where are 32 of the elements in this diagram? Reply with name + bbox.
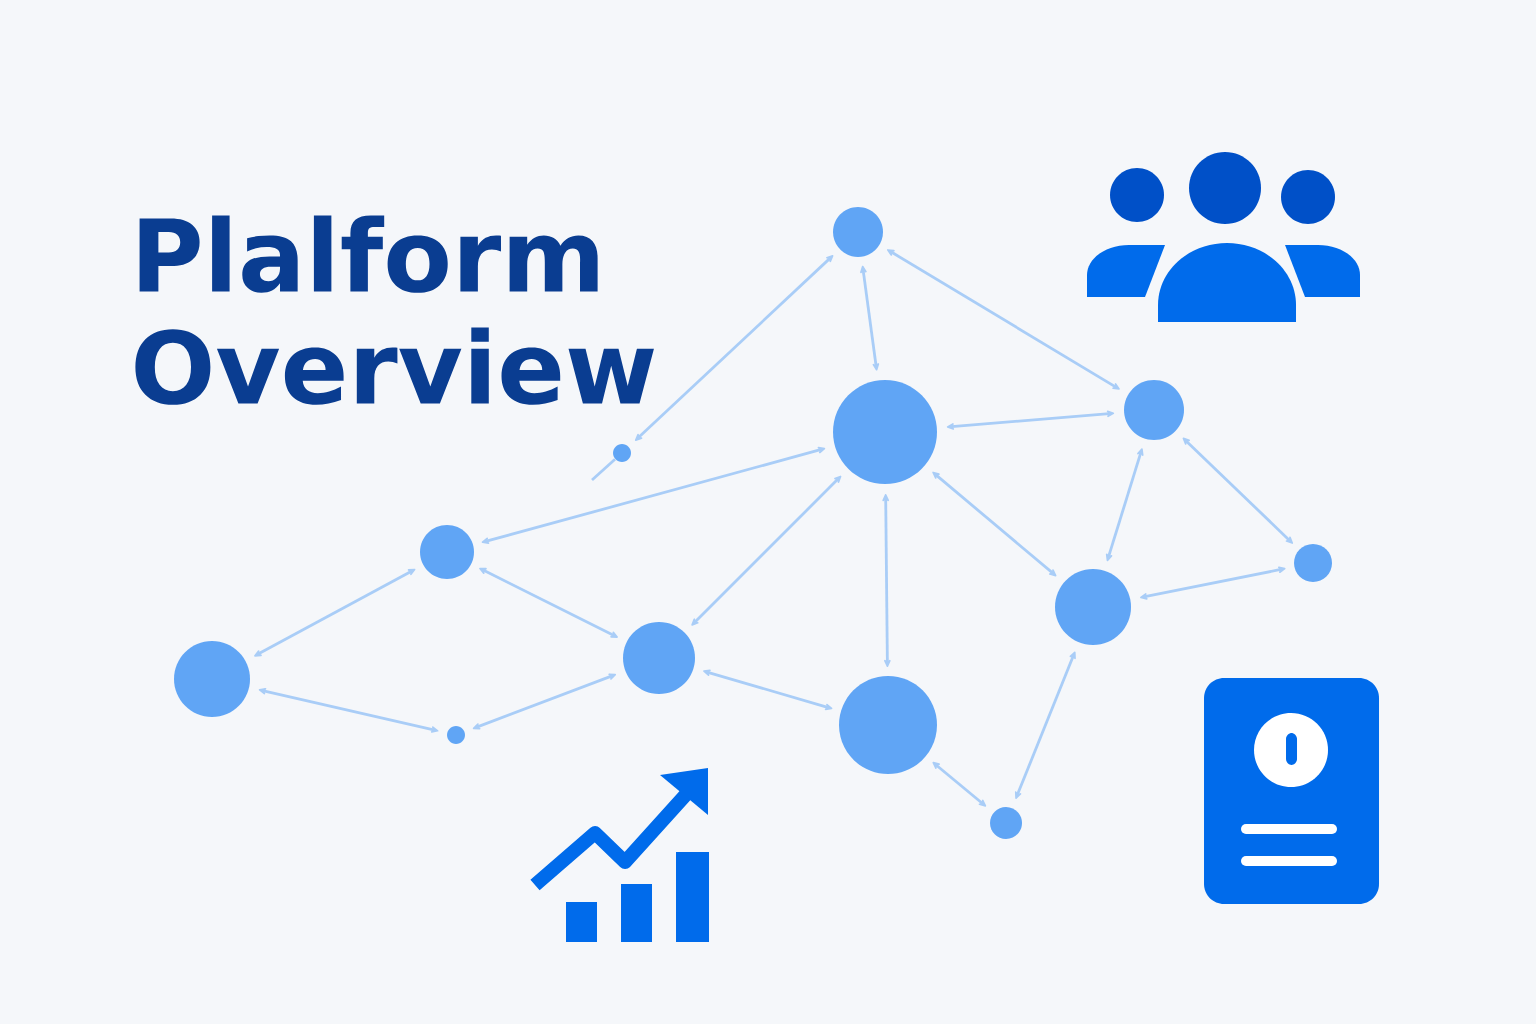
title: Plalform Overview (135, 215, 654, 405)
connector-line (634, 254, 834, 441)
connector-line (472, 673, 617, 730)
connector-line (254, 568, 416, 657)
connector-line (1182, 437, 1294, 544)
network-node (613, 444, 631, 462)
network-node (833, 380, 937, 484)
network-node (833, 207, 883, 257)
connector-line (1105, 448, 1144, 562)
connector-line (932, 471, 1057, 577)
network-node (174, 641, 250, 717)
network-node (447, 726, 465, 744)
connector-line (479, 567, 618, 638)
network-node (990, 807, 1022, 839)
connector-line (882, 494, 891, 667)
connector-line (481, 446, 826, 545)
network-node (623, 622, 695, 694)
connector-line (591, 458, 616, 482)
network-node (1055, 569, 1131, 645)
connector-line (258, 687, 439, 733)
network-node (420, 525, 474, 579)
connector-line (703, 669, 833, 711)
network-node (839, 676, 937, 774)
connector-line (887, 249, 1120, 390)
connector-line (1140, 566, 1286, 600)
connector-line (932, 761, 987, 807)
connector-line (691, 475, 842, 626)
network-node (1294, 544, 1332, 582)
network-node (1124, 380, 1184, 440)
connector-line (860, 265, 880, 371)
connector-line (1014, 651, 1076, 799)
connector-line (946, 410, 1115, 430)
